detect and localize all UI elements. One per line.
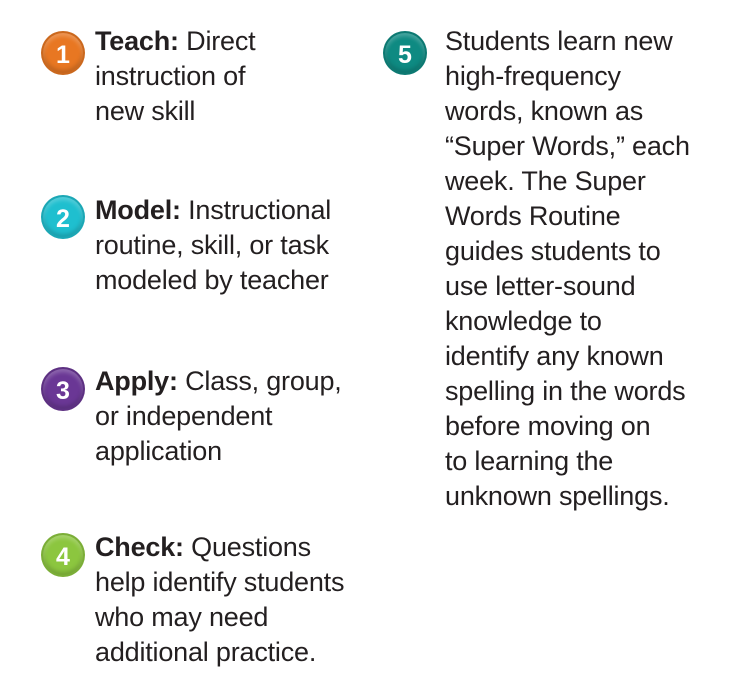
step-description: Students learn new high-frequency words,…	[445, 24, 690, 514]
step-line: guides students to	[445, 236, 661, 266]
step-line: or independent	[95, 401, 273, 431]
step-term: Apply:	[95, 366, 178, 396]
step-number-badge: 4	[41, 533, 85, 577]
step-line: unknown spellings.	[445, 481, 670, 511]
step-line: routine, skill, or task	[95, 230, 329, 260]
step-line: modeled by teacher	[95, 265, 329, 295]
step-line: instruction of	[95, 61, 246, 91]
step-line: “Super Words,” each	[445, 131, 690, 161]
step-line: week. The Super	[445, 166, 646, 196]
step-term: Check:	[95, 532, 184, 562]
step-number-badge: 2	[41, 195, 85, 239]
step-first-line: Check: Questions	[95, 530, 344, 565]
step-line: Questions	[191, 532, 311, 562]
step-line: Instructional	[188, 195, 332, 225]
step-line: Direct	[186, 26, 256, 56]
step-description: Model: Instructional routine, skill, or …	[95, 193, 331, 298]
step-line: Words Routine	[445, 201, 621, 231]
step-line: Students learn new	[445, 26, 673, 56]
step-line: to learning the	[445, 446, 614, 476]
step-number-badge: 1	[41, 31, 85, 75]
step-description: Apply: Class, group, or independent appl…	[95, 364, 342, 469]
step-number-badge: 5	[383, 31, 427, 75]
step-term: Model:	[95, 195, 181, 225]
step-line: additional practice.	[95, 637, 317, 667]
step-first-line: Model: Instructional	[95, 193, 331, 228]
step-line: identify any known	[445, 341, 664, 371]
step-line: before moving on	[445, 411, 651, 441]
step-line: spelling in the words	[445, 376, 686, 406]
step-description: Check: Questions help identify students …	[95, 530, 344, 670]
step-line: high-frequency	[445, 61, 621, 91]
step-description: Teach: Direct instruction of new skill	[95, 24, 256, 129]
step-term: Teach:	[95, 26, 179, 56]
step-first-line: Apply: Class, group,	[95, 364, 342, 399]
step-number-badge: 3	[41, 367, 85, 411]
step-line: application	[95, 436, 222, 466]
step-line: knowledge to	[445, 306, 602, 336]
step-line: new skill	[95, 96, 196, 126]
step-line: use letter-sound	[445, 271, 636, 301]
step-first-line: Teach: Direct	[95, 24, 256, 59]
step-line: words, known as	[445, 96, 644, 126]
step-line: who may need	[95, 602, 269, 632]
step-line: Class, group,	[185, 366, 342, 396]
step-line: help identify students	[95, 567, 345, 597]
